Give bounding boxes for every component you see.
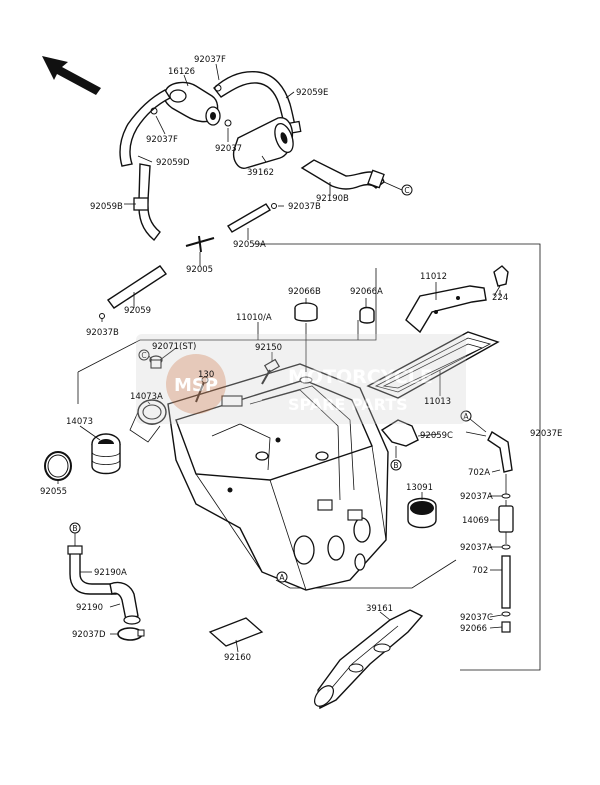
label-92037b-mid: 92037B xyxy=(288,202,321,212)
part-labels: 92037F 16126 92059E 92037F 92037 92059D … xyxy=(40,55,562,663)
element-11013 xyxy=(366,331,500,399)
label-14073a: 14073A xyxy=(130,392,163,402)
svg-text:A: A xyxy=(463,412,469,421)
label-92190b: 92190B xyxy=(316,194,349,204)
clamps-small xyxy=(99,84,277,319)
label-92037c: 92037C xyxy=(460,613,493,623)
duct-39161 xyxy=(314,609,424,710)
label-92059a: 92059A xyxy=(233,240,266,250)
leader-lines xyxy=(57,63,503,653)
label-92160: 92160 xyxy=(224,653,251,663)
label-39161: 39161 xyxy=(366,604,393,614)
label-92071st: 92071(ST) xyxy=(152,342,196,352)
label-11013: 11013 xyxy=(424,397,451,407)
label-702a: 702A xyxy=(468,468,490,478)
elbow-92059c xyxy=(380,419,419,447)
label-39162: 39162 xyxy=(247,168,274,178)
hose-92059d xyxy=(119,89,172,167)
tube-92059 xyxy=(106,265,168,309)
svg-text:A: A xyxy=(279,573,285,582)
label-11010a: 11010/A xyxy=(236,313,272,323)
label-92190: 92190 xyxy=(76,603,103,613)
callout-a-bottom: A xyxy=(276,571,288,583)
bolt-92150 xyxy=(261,358,281,385)
label-92059e: 92059E xyxy=(296,88,328,98)
clamp-92037d xyxy=(117,627,145,641)
label-92037f-left: 92037F xyxy=(146,135,178,145)
hose-92190 xyxy=(109,581,141,625)
label-92005: 92005 xyxy=(186,265,213,275)
label-16126: 16126 xyxy=(168,67,195,77)
screw-92071st xyxy=(149,355,163,369)
label-92066b: 92066B xyxy=(288,287,321,297)
fitting-224 xyxy=(493,265,509,297)
callout-b-left: B xyxy=(69,522,81,546)
label-13091: 13091 xyxy=(406,483,433,493)
plug-92066a xyxy=(359,306,375,324)
airbox-11010a xyxy=(167,363,389,591)
callout-c-right: C xyxy=(383,181,413,196)
label-92037d: 92037D xyxy=(72,630,106,640)
bracket-11012 xyxy=(405,285,487,334)
tube-92059a xyxy=(227,203,271,233)
svg-text:B: B xyxy=(72,524,77,533)
cap-92066b xyxy=(294,302,318,322)
hose-chain-right xyxy=(487,430,514,633)
label-92055: 92055 xyxy=(40,487,67,497)
label-224: 224 xyxy=(492,293,508,303)
label-92037a-2: 92037A xyxy=(460,543,493,553)
label-92037f-top: 92037F xyxy=(194,55,226,65)
label-702: 702 xyxy=(472,566,488,576)
label-92059d: 92059D xyxy=(156,158,190,168)
cap-13091 xyxy=(407,497,437,529)
label-92059b: 92059B xyxy=(90,202,123,212)
label-14073: 14073 xyxy=(66,417,93,427)
label-92150: 92150 xyxy=(255,343,282,353)
watermark-subtitle: SPARE PARTS xyxy=(288,395,408,414)
label-92037a-1: 92037A xyxy=(460,492,493,502)
watermark-badge: MSP xyxy=(174,375,218,396)
label-130: 130 xyxy=(198,370,214,380)
ring-92055 xyxy=(44,451,72,481)
svg-text:B: B xyxy=(393,461,398,470)
label-92059: 92059 xyxy=(124,306,151,316)
svg-text:C: C xyxy=(141,351,146,360)
watermark-logo-icon xyxy=(166,354,226,414)
valve-16126 xyxy=(163,81,221,126)
label-92066: 92066 xyxy=(460,624,487,634)
callout-a-right: A xyxy=(460,410,487,433)
screw-130 xyxy=(195,376,209,403)
watermark: MSP MOTORCYCLE SPARE PARTS xyxy=(136,334,466,424)
label-92059c: 92059C xyxy=(420,431,453,441)
label-92037b-left: 92037B xyxy=(86,328,119,338)
direction-arrow-icon xyxy=(42,56,101,95)
callout-c-left: C xyxy=(138,349,153,361)
watermark-title: MOTORCYCLE xyxy=(288,366,433,388)
label-92190a: 92190A xyxy=(94,568,127,578)
callout-b-mid: B xyxy=(390,459,402,471)
label-11012: 11012 xyxy=(420,272,447,282)
tjoint-92005 xyxy=(185,235,215,253)
label-14069: 14069 xyxy=(462,516,489,526)
pad-92160 xyxy=(208,617,264,647)
label-92037: 92037 xyxy=(215,144,242,154)
label-92066a: 92066A xyxy=(350,287,383,297)
svg-text:C: C xyxy=(404,186,409,195)
duct-14073 xyxy=(91,433,121,475)
label-92037e: 92037E xyxy=(530,429,562,439)
filter-39162 xyxy=(232,117,294,169)
grommet-14073a xyxy=(129,399,167,443)
